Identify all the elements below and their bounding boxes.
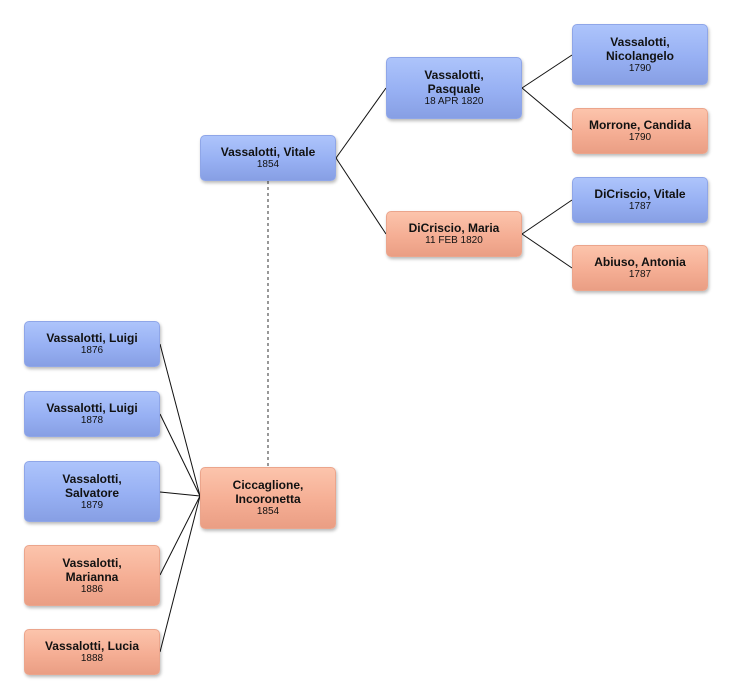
person-date: 11 FEB 1820 <box>425 235 483 246</box>
connector-child-luigi-1876 <box>159 343 201 497</box>
connector-maria-antonia <box>521 233 573 269</box>
connector-pasquale-nicolangelo <box>521 54 573 89</box>
connector-vitale-pasquale <box>335 87 387 159</box>
person-node-pasquale[interactable]: Vassalotti, Pasquale 18 APR 1820 <box>386 57 522 119</box>
person-name: Abiuso, Antonia <box>594 255 686 269</box>
connector-vitale-maria <box>335 157 387 235</box>
connector-child-marianna <box>159 495 201 576</box>
person-date: 1886 <box>80 583 104 595</box>
person-name: DiCriscio, Maria <box>408 221 500 235</box>
connector-child-luigi-1878 <box>159 413 201 497</box>
person-name: Vassalotti, Pasquale <box>424 68 484 96</box>
person-name: Vassalotti, Marianna <box>62 555 122 584</box>
person-node-vitale[interactable]: Vassalotti, Vitale 1854 <box>200 135 336 181</box>
person-node-nicolangelo[interactable]: Vassalotti, Nicolangelo 1790 <box>572 24 708 85</box>
connector-maria-dicriscio-vitale <box>521 199 573 235</box>
person-node-luigi-1878[interactable]: Vassalotti, Luigi 1878 <box>24 391 160 437</box>
person-node-candida[interactable]: Morrone, Candida 1790 <box>572 108 708 154</box>
person-node-maria[interactable]: DiCriscio, Maria 11 FEB 1820 <box>386 211 522 257</box>
person-name: Morrone, Candida <box>588 118 691 132</box>
person-date: 18 APR 1820 <box>424 96 484 107</box>
person-node-salvatore[interactable]: Vassalotti, Salvatore 1879 <box>24 461 160 522</box>
person-date: 1854 <box>256 506 280 517</box>
person-date: 1876 <box>80 345 104 356</box>
person-node-antonia[interactable]: Abiuso, Antonia 1787 <box>572 245 708 291</box>
person-date: 1787 <box>628 269 652 280</box>
person-node-incoronetta[interactable]: Ciccaglione, Incoronetta 1854 <box>200 467 336 529</box>
connector-child-salvatore <box>159 491 201 497</box>
person-node-lucia[interactable]: Vassalotti, Lucia 1888 <box>24 629 160 675</box>
person-name: Vassalotti, Vitale <box>220 145 316 159</box>
person-date: 1790 <box>628 62 652 74</box>
person-date: 1879 <box>80 499 104 511</box>
person-name: Vassalotti, Luigi <box>46 401 138 415</box>
person-date: 1878 <box>80 415 104 426</box>
person-node-luigi-1876[interactable]: Vassalotti, Luigi 1876 <box>24 321 160 367</box>
connector-child-lucia <box>159 495 201 653</box>
person-date: 1888 <box>80 653 104 664</box>
person-name: Vassalotti, Salvatore <box>62 471 122 500</box>
person-node-marianna[interactable]: Vassalotti, Marianna 1886 <box>24 545 160 606</box>
person-name: DiCriscio, Vitale <box>594 187 686 201</box>
person-name: Vassalotti, Lucia <box>44 639 140 653</box>
person-name: Vassalotti, Nicolangelo <box>605 34 674 63</box>
person-date: 1787 <box>628 201 652 212</box>
person-node-dicriscio-vitale[interactable]: DiCriscio, Vitale 1787 <box>572 177 708 223</box>
person-name: Vassalotti, Luigi <box>46 331 138 345</box>
person-date: 1854 <box>256 159 280 170</box>
person-date: 1790 <box>628 132 652 143</box>
person-name: Ciccaglione, Incoronetta <box>232 478 304 506</box>
connector-pasquale-candida <box>521 87 573 131</box>
